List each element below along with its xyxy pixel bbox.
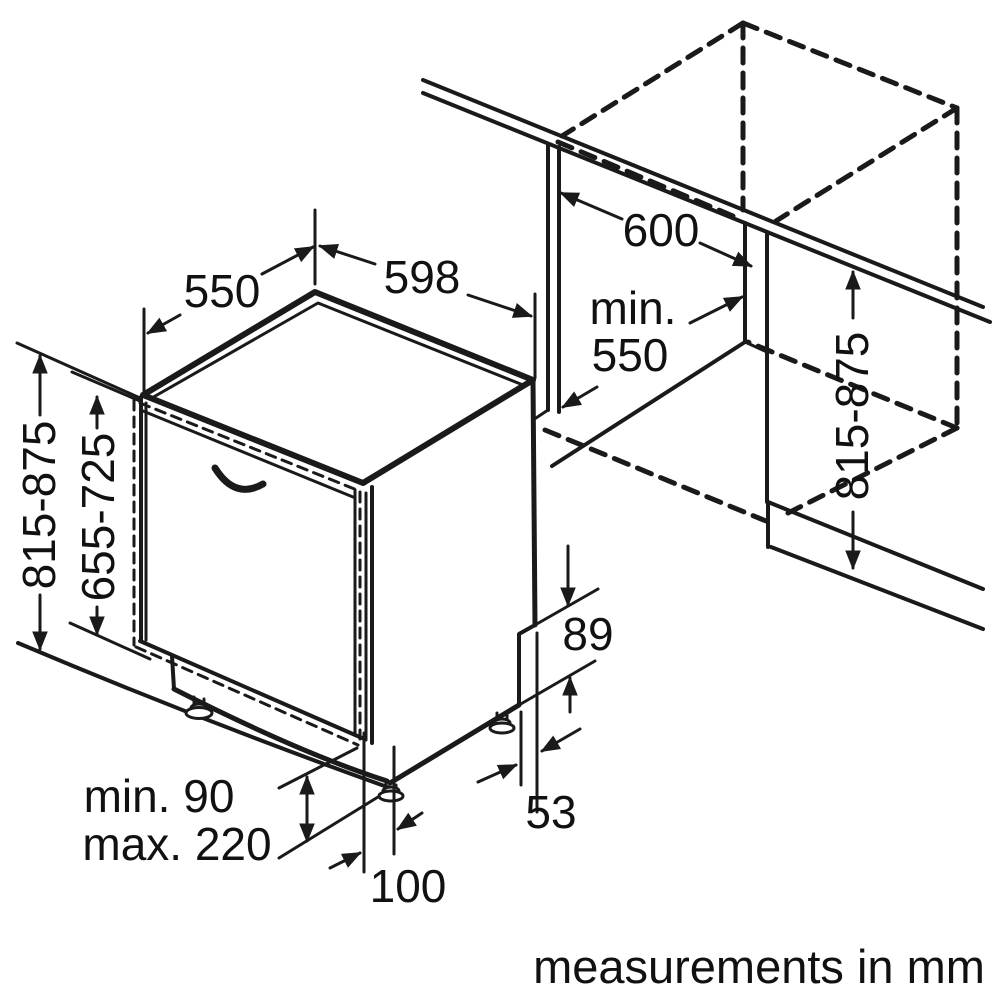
dim-label-niche-width: 600 — [623, 204, 700, 256]
units-note: measurements in mm — [533, 940, 985, 993]
dim-label-niche-height: 815-875 — [826, 332, 878, 501]
front-left-foot — [184, 695, 214, 720]
adjustable-feet — [184, 695, 516, 803]
door-handle — [211, 464, 267, 493]
dim-label-appliance-depth: 550 — [184, 265, 261, 317]
dim-label-appliance-height: 815-875 — [13, 421, 65, 590]
extension-lines — [15, 208, 600, 874]
niche-right-partition — [550, 221, 985, 631]
dim-label-niche-depth-line2: 550 — [592, 329, 669, 381]
dimension-labels: 550 598 600 min. 550 815-875 655-725 815… — [13, 204, 878, 912]
dim-label-plinth-max: max. 220 — [82, 818, 271, 870]
rear-foot — [488, 711, 516, 735]
door-hidden-outline-top — [138, 401, 359, 492]
countertop — [421, 78, 992, 324]
dim-label-appliance-width: 598 — [384, 251, 461, 303]
dim-label-plinth-min: min. 90 — [84, 770, 235, 822]
dimension-arrows — [32, 191, 861, 870]
door-hidden-outline-bottom — [134, 645, 360, 747]
dim-label-front-foot-inset: 100 — [370, 860, 447, 912]
niche-left-wall — [534, 142, 561, 420]
dim-label-rear-foot-step: 89 — [562, 608, 613, 660]
dim-label-door-height: 655-725 — [72, 433, 124, 602]
dim-label-niche-depth-line1: min. — [590, 282, 677, 334]
dim-label-rear-foot-offset: 53 — [525, 786, 576, 838]
niche-dashed-box — [542, 20, 960, 524]
